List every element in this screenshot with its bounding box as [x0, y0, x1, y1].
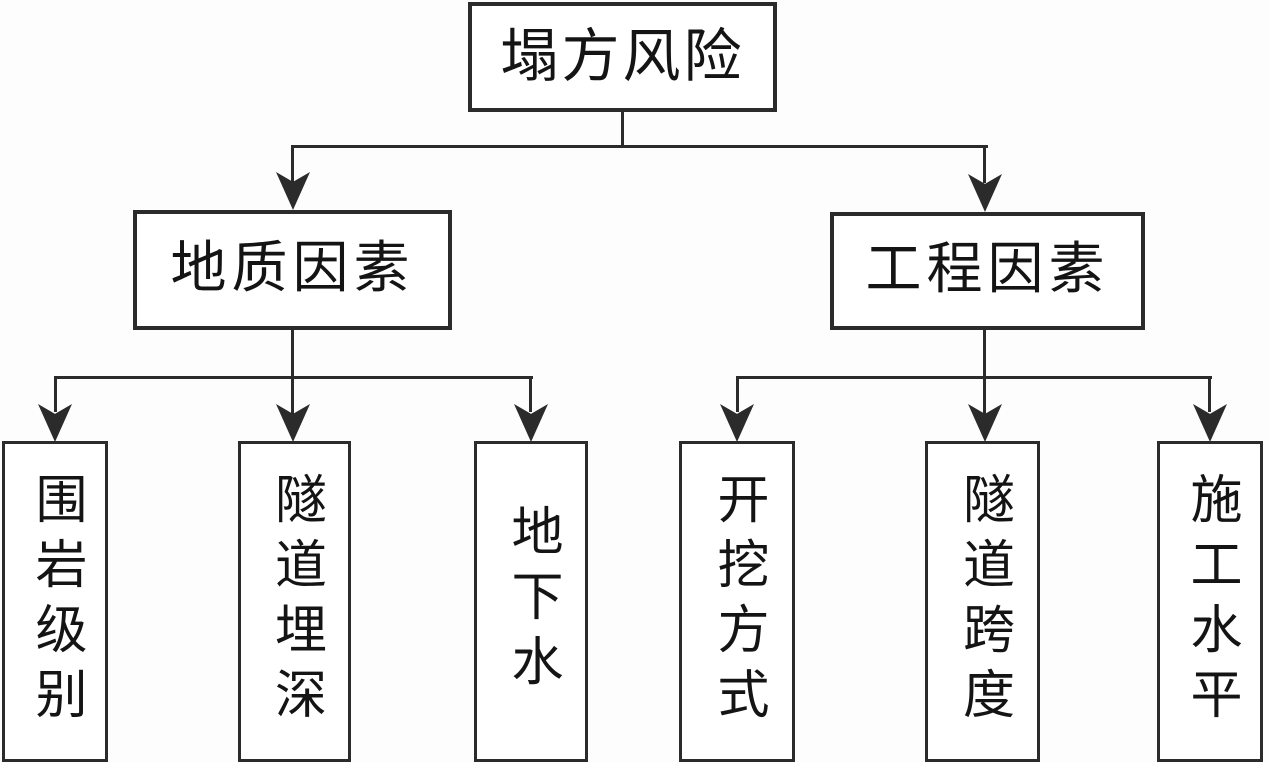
node-label: 隧道跨度 [954, 471, 1012, 732]
node-tunnel-span: 隧道跨度 [925, 441, 1040, 762]
node-rock-grade: 围岩级别 [2, 441, 108, 762]
node-groundwater: 地下水 [474, 441, 588, 762]
connector-engineering-stem [983, 330, 986, 414]
node-label: 工程因素 [865, 239, 1110, 302]
node-excavation-method: 开挖方式 [679, 441, 795, 762]
node-geological-factors: 地质因素 [133, 210, 452, 330]
connector-drop-rock-grade [54, 376, 57, 412]
connector-engineering-crossbar [736, 376, 1212, 379]
node-label: 地质因素 [170, 238, 415, 301]
connector-root-stem [621, 112, 624, 146]
node-label: 地下水 [503, 504, 560, 699]
connector-geological-stem [291, 330, 294, 414]
connector-drop-construction-level [1208, 376, 1211, 412]
node-label: 塌方风险 [500, 24, 745, 90]
node-label: 隧道埋深 [266, 471, 324, 732]
connector-drop-engineering [983, 145, 986, 183]
connector-drop-geological [291, 145, 294, 183]
node-construction-level: 施工水平 [1157, 441, 1263, 762]
connector-root-crossbar [291, 145, 988, 148]
node-tunnel-burial-depth: 隧道埋深 [238, 441, 351, 762]
connector-geological-crossbar [54, 376, 533, 379]
node-collapse-risk: 塌方风险 [468, 2, 777, 112]
node-label: 施工水平 [1182, 471, 1239, 732]
connector-drop-groundwater [529, 376, 532, 412]
connector-drop-excavation-method [736, 376, 739, 412]
node-engineering-factors: 工程因素 [830, 212, 1145, 330]
node-label: 围岩级别 [27, 471, 84, 732]
node-label: 开挖方式 [709, 471, 766, 732]
